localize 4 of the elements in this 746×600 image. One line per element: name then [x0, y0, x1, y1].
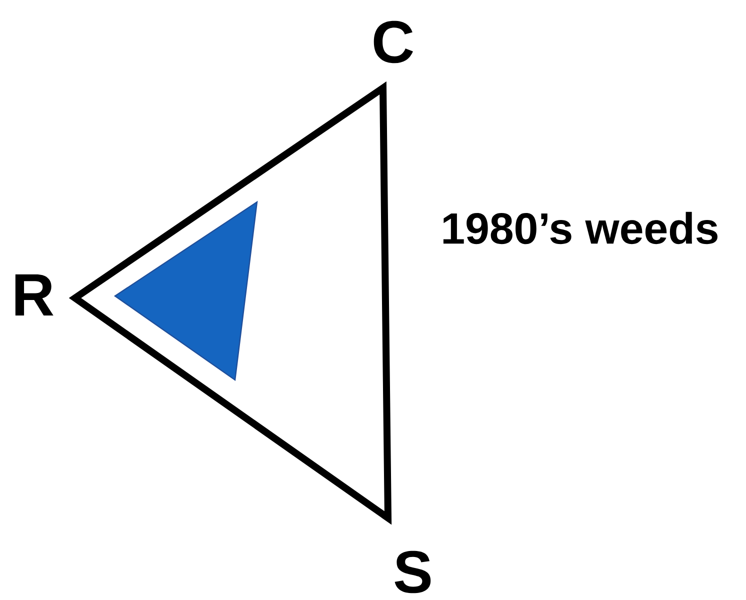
vertex-label: 1980’s weeds	[443, 212, 718, 244]
vertex-label: C	[374, 20, 413, 64]
vertex-label: S	[394, 550, 431, 594]
vertex-label: R	[15, 274, 54, 316]
